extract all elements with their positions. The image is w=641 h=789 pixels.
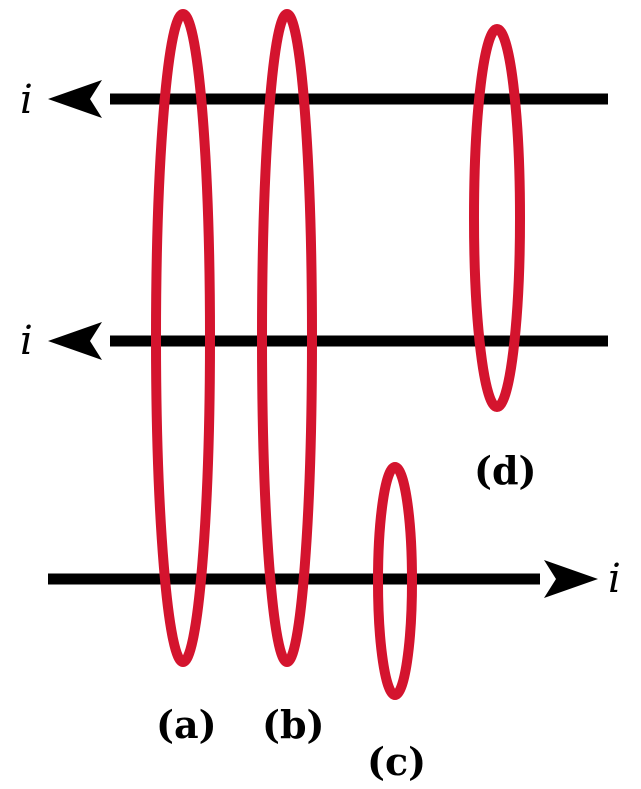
wire-bottom-arrowhead [544,560,598,598]
loop-c [373,462,417,700]
loop-d-label: (d) [474,448,537,493]
loop-b [257,9,317,667]
wire-middle: i [20,318,608,364]
wire-top-current-label: i [20,77,33,123]
loop-b-label: (b) [262,702,325,747]
wire-bottom: i [48,556,621,602]
wire-middle-arrowhead [48,322,102,360]
loop-d [469,24,525,412]
loop-a-label: (a) [156,702,217,747]
wire-top: i [20,77,608,123]
loop-c-label: (c) [367,739,426,784]
wire-top-arrowhead [48,80,102,118]
loop-a [151,9,215,667]
wire-middle-current-label: i [20,318,33,364]
wire-bottom-current-label: i [608,556,621,602]
